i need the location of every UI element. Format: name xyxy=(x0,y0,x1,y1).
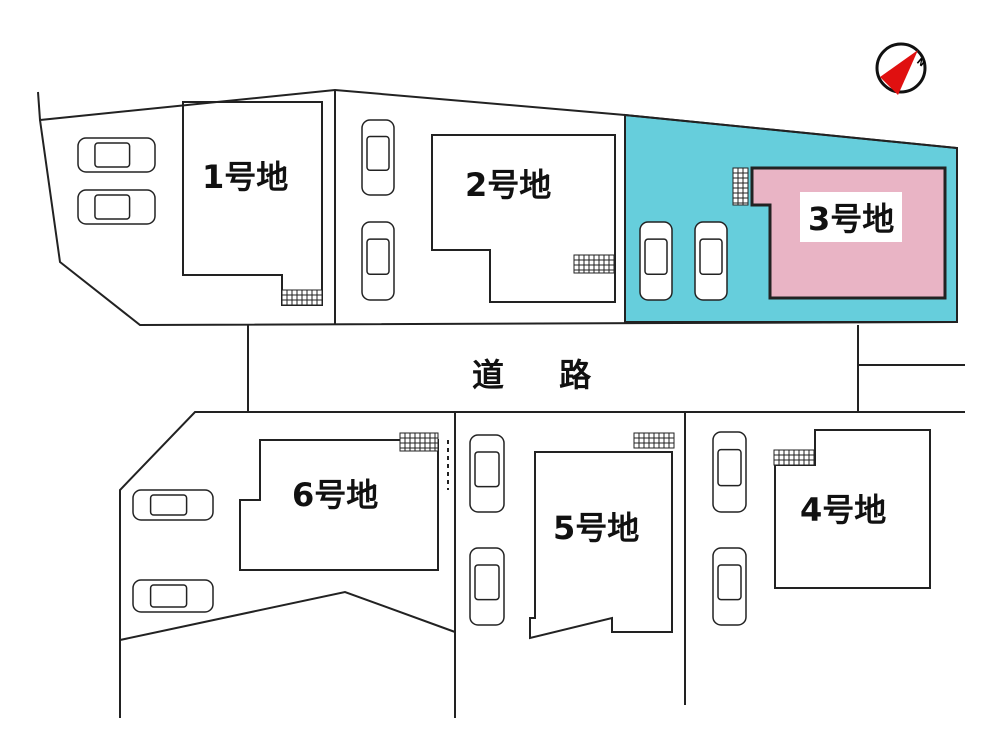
boundary-line xyxy=(119,590,456,641)
bottom-block-outline xyxy=(119,411,965,718)
outdoor-unit-grid xyxy=(773,449,815,466)
lot-4-label: 4号地 xyxy=(800,491,887,529)
building-4 xyxy=(774,429,931,589)
building-5 xyxy=(529,451,673,640)
outdoor-unit-grid xyxy=(399,432,439,452)
lot-3-label: 3号地 xyxy=(800,192,903,242)
car-icon xyxy=(361,119,395,196)
car-icon xyxy=(132,489,214,521)
lot-1-label: 1号地 xyxy=(202,158,289,196)
car-icon xyxy=(469,434,505,513)
car-icon xyxy=(77,137,156,173)
road-label: 道 路 xyxy=(472,356,614,394)
building-1 xyxy=(182,101,323,306)
north-arrow-icon: N xyxy=(875,42,927,95)
car-icon xyxy=(77,189,156,225)
lot-5-label: 5号地 xyxy=(553,509,640,547)
building-2 xyxy=(431,134,616,303)
outdoor-unit-grid xyxy=(732,167,749,206)
top-block-outline xyxy=(37,88,958,327)
outdoor-unit-grid xyxy=(573,254,615,274)
car-icon xyxy=(469,547,505,626)
car-icon xyxy=(132,579,214,613)
car-icon xyxy=(694,221,728,301)
car-icon xyxy=(712,547,747,626)
outdoor-unit-grid xyxy=(633,432,675,449)
lot-2-label: 2号地 xyxy=(465,166,552,204)
car-icon xyxy=(639,221,673,301)
car-icon xyxy=(361,221,395,301)
lot-6-label: 6号地 xyxy=(292,476,379,514)
outdoor-unit-grid xyxy=(281,289,323,306)
car-icon xyxy=(712,431,747,513)
